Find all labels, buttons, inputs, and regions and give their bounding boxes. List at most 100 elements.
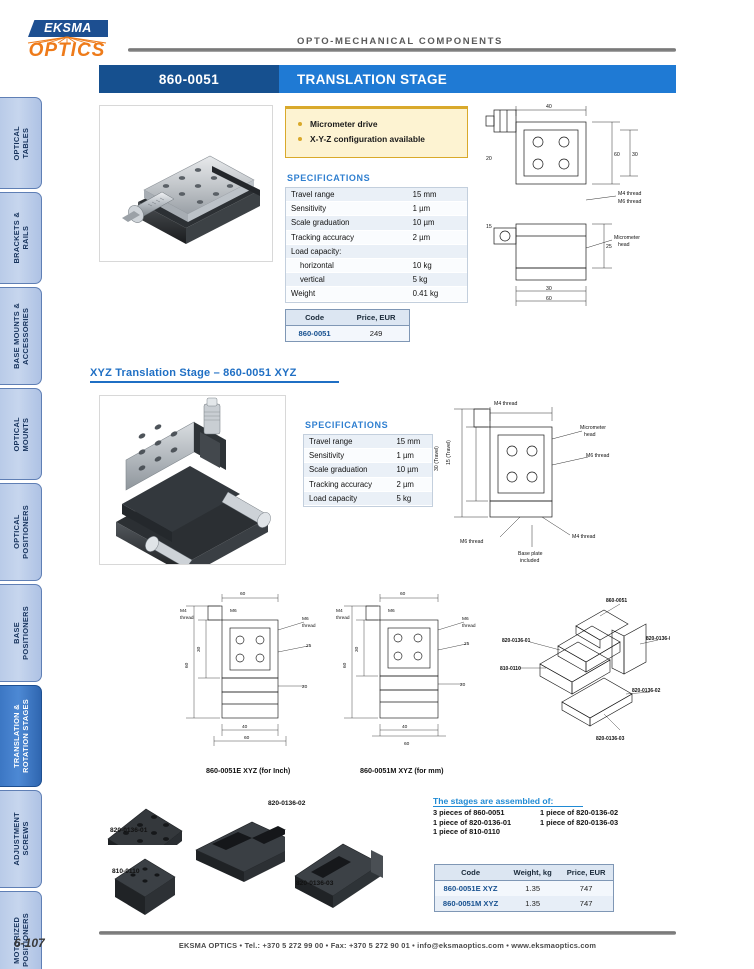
value-cell: 1.35 bbox=[506, 896, 560, 912]
sidebar-item-brackets-rails[interactable]: BRACKETS & RAILS bbox=[0, 192, 42, 284]
svg-text:60: 60 bbox=[614, 152, 620, 158]
eksma-optics-logo: EKSMA OPTICS bbox=[24, 20, 110, 64]
technical-drawing-assembly-iso: 860-0051 820-0136-01 810-0110 820-0136-0… bbox=[500, 590, 670, 765]
svg-text:thread: thread bbox=[462, 623, 476, 629]
sidebar-item-label: BRACKETS & RAILS bbox=[11, 212, 30, 264]
svg-text:40: 40 bbox=[546, 104, 552, 110]
svg-text:M6 thread: M6 thread bbox=[586, 453, 609, 459]
column-header: Price, EUR bbox=[343, 309, 410, 326]
svg-text:M6: M6 bbox=[462, 616, 469, 622]
product-code: 860-0051 bbox=[99, 65, 279, 93]
value-cell: 747 bbox=[559, 880, 614, 896]
technical-drawing-xyz: M4 thread x 15 (Travel) 30 (Travel) Micr… bbox=[420, 395, 670, 595]
sidebar-item-base-mounts-accessories[interactable]: BASE MOUNTS & ACCESSORIES bbox=[0, 287, 42, 385]
svg-text:M6: M6 bbox=[302, 616, 309, 622]
svg-text:820-0136-02: 820-0136-02 bbox=[632, 688, 661, 694]
sidebar-item-optical-positioners[interactable]: OPTICAL POSITIONERS bbox=[0, 483, 42, 581]
sidebar-item-label: OPTICAL POSITIONERS bbox=[11, 505, 30, 559]
svg-text:thread: thread bbox=[336, 615, 350, 621]
spec-value: 10 µm bbox=[391, 462, 432, 478]
svg-text:60: 60 bbox=[546, 296, 552, 302]
spec-label: Sensitivity bbox=[304, 448, 392, 464]
assembly-list-item: 1 piece of 820-0136-03 bbox=[540, 817, 619, 827]
spec-label: Travel range bbox=[286, 188, 408, 203]
caption-part-820-0136-01: 820-0136-01 bbox=[110, 827, 148, 834]
svg-text:M4 thread: M4 thread bbox=[618, 191, 641, 197]
sidebar-item-base-positioners[interactable]: BASE POSITIONERS bbox=[0, 584, 42, 682]
svg-text:40: 40 bbox=[402, 724, 408, 730]
svg-text:15: 15 bbox=[486, 224, 492, 230]
page-number: 6-107 bbox=[14, 936, 45, 950]
svg-text:20: 20 bbox=[486, 156, 492, 162]
svg-text:60: 60 bbox=[400, 591, 406, 597]
logo-optics-text: OPTICS bbox=[28, 40, 106, 61]
logo-eksma-text: EKSMA bbox=[28, 20, 108, 37]
spec-value: 0.41 kg bbox=[407, 286, 467, 302]
svg-text:thread: thread bbox=[302, 623, 316, 629]
svg-text:30: 30 bbox=[632, 152, 638, 158]
logo-rays-icon bbox=[27, 36, 107, 44]
spec-label: Load capacity bbox=[304, 491, 392, 506]
feature-item: Micrometer drive bbox=[298, 117, 457, 132]
masthead-title: OPTO-MECHANICAL COMPONENTS bbox=[297, 36, 503, 47]
spec-xyz-heading: SPECIFICATIONS bbox=[305, 420, 389, 430]
sidebar-item-motorized-positioners[interactable]: MOTORIZED POSITIONERS bbox=[0, 891, 42, 969]
spec-value: 15 mm bbox=[391, 435, 432, 450]
svg-text:60: 60 bbox=[342, 662, 348, 668]
translation-stage-photo bbox=[99, 105, 273, 262]
caption-xyz-mm: 860-0051M XYZ (for mm) bbox=[360, 766, 444, 775]
svg-text:30: 30 bbox=[196, 646, 202, 652]
feature-item: X-Y-Z configuration available bbox=[298, 132, 457, 147]
masthead-divider bbox=[128, 48, 676, 52]
svg-text:40: 40 bbox=[242, 724, 248, 730]
spec-label: Tracking accuracy bbox=[304, 477, 392, 492]
spec-value bbox=[407, 244, 467, 259]
product-code-cell: 860-0051E XYZ bbox=[434, 880, 507, 896]
svg-text:20: 20 bbox=[460, 682, 466, 688]
footer-divider bbox=[99, 931, 676, 935]
svg-text:Base plate: Base plate bbox=[518, 551, 543, 557]
assembly-list-item: 1 piece of 810-0110 bbox=[433, 827, 500, 837]
svg-text:M4: M4 bbox=[180, 608, 187, 614]
footer-contact: EKSMA OPTICS • Tel.: +370 5 272 99 00 • … bbox=[178, 941, 597, 950]
sidebar-item-translation-rotation-stages[interactable]: TRANSLATION & ROTATION STAGES bbox=[0, 685, 42, 787]
spec-value: 15 mm bbox=[407, 188, 467, 203]
spec-value: 1 µm bbox=[407, 201, 467, 217]
svg-text:20: 20 bbox=[302, 684, 308, 690]
spec-row: Load capacity: bbox=[286, 244, 467, 259]
sidebar-item-adjustment-screws[interactable]: ADJUSTMENT SCREWS bbox=[0, 790, 42, 888]
sidebar-item-optical-tables[interactable]: OPTICAL TABLES bbox=[0, 97, 42, 189]
svg-text:820-0136-03: 820-0136-03 bbox=[596, 736, 625, 742]
spec-label: Weight bbox=[286, 286, 408, 302]
spec-value: 2 µm bbox=[407, 230, 467, 245]
product-code-cell: 860-0051M XYZ bbox=[434, 896, 507, 912]
svg-text:25: 25 bbox=[306, 643, 312, 649]
svg-text:M4 thread: M4 thread bbox=[572, 534, 595, 540]
svg-text:30: 30 bbox=[546, 286, 552, 292]
spec-label: horizontal bbox=[286, 258, 408, 274]
svg-text:60: 60 bbox=[404, 741, 410, 747]
spec-label: vertical bbox=[286, 272, 408, 288]
caption-part-820-0136-02: 820-0136-02 bbox=[268, 800, 306, 807]
spec-label: Scale graduation bbox=[286, 215, 408, 231]
spec-value: 5 kg bbox=[391, 491, 432, 506]
assembly-note-title: The stages are assembled of: bbox=[433, 796, 554, 806]
spec-main-heading: SPECIFICATIONS bbox=[287, 173, 371, 183]
spec-label: Travel range bbox=[304, 435, 392, 450]
sidebar-item-label: OPTICAL MOUNTS bbox=[11, 416, 30, 452]
sidebar-item-optical-mounts[interactable]: OPTICAL MOUNTS bbox=[0, 388, 42, 480]
assembly-list-item: 1 piece of 820-0136-01 bbox=[433, 817, 512, 827]
assembly-note-underline bbox=[433, 806, 583, 807]
